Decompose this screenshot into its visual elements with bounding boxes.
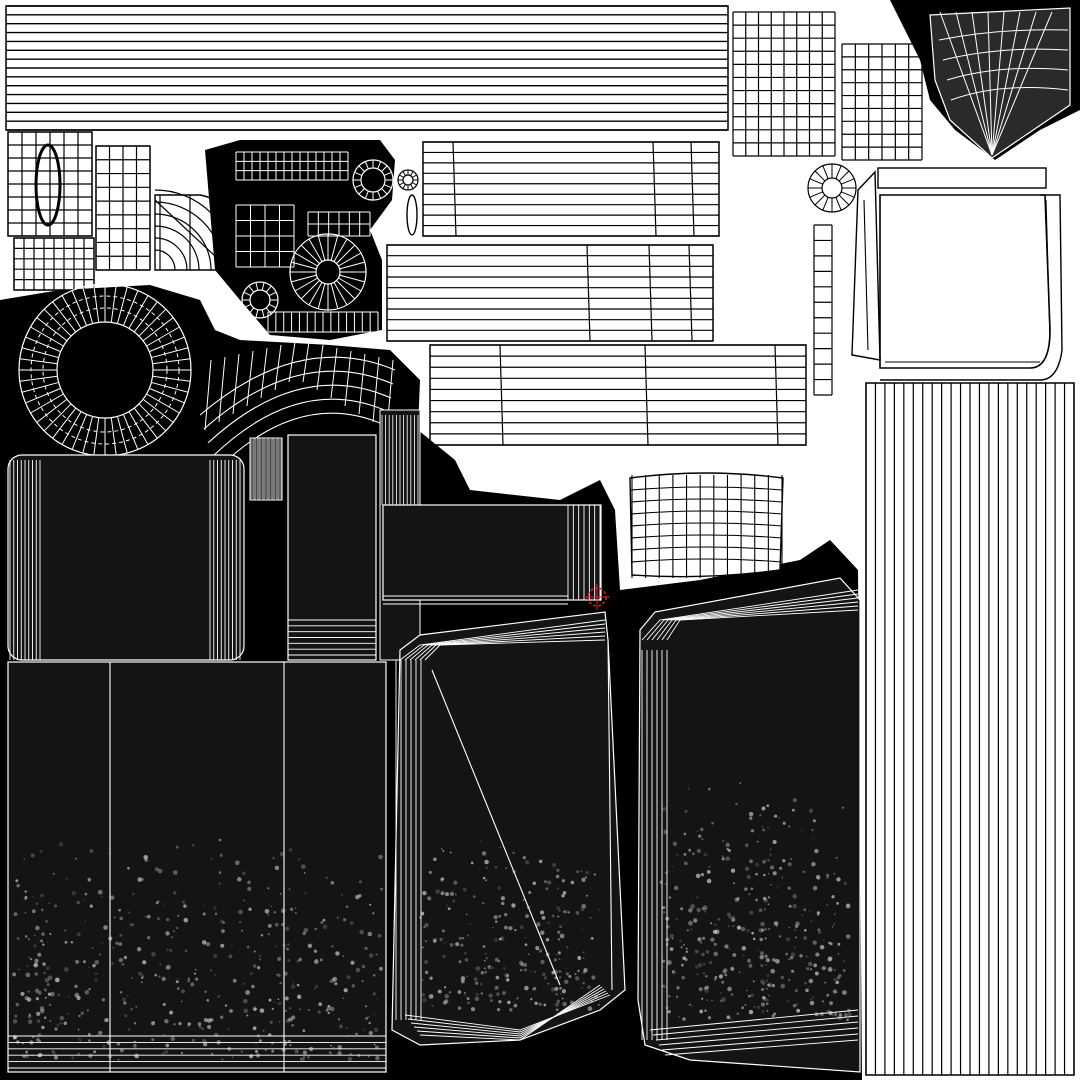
dark-block-left	[7, 437, 283, 661]
grid-patch-top	[732, 11, 836, 157]
dark-block-right-top	[382, 504, 602, 605]
gear-ring	[18, 283, 192, 457]
grid-patch-small	[841, 43, 923, 161]
control-panel-island	[235, 151, 419, 333]
bottom-left-grunge-block	[7, 661, 387, 1073]
small-ring	[807, 163, 857, 213]
corner-shield-patch	[929, 7, 1071, 159]
frame-shell	[851, 167, 1063, 381]
grid-patch-center	[629, 472, 784, 578]
plank-panel-1	[422, 141, 720, 237]
tall-vertical-plank-strip	[865, 382, 1075, 1076]
uv-cursor	[584, 584, 610, 610]
left-small-parts-cluster	[7, 131, 151, 291]
top-plank-strip	[5, 5, 729, 131]
vertical-ladder-strip	[813, 224, 833, 396]
bottom-right-grunge-block	[637, 577, 861, 1073]
plank-panel-2	[386, 244, 714, 342]
plank-panel-3	[429, 344, 807, 446]
pipe-elbow-patch	[154, 189, 236, 271]
bottom-center-grunge-block	[391, 611, 626, 1046]
